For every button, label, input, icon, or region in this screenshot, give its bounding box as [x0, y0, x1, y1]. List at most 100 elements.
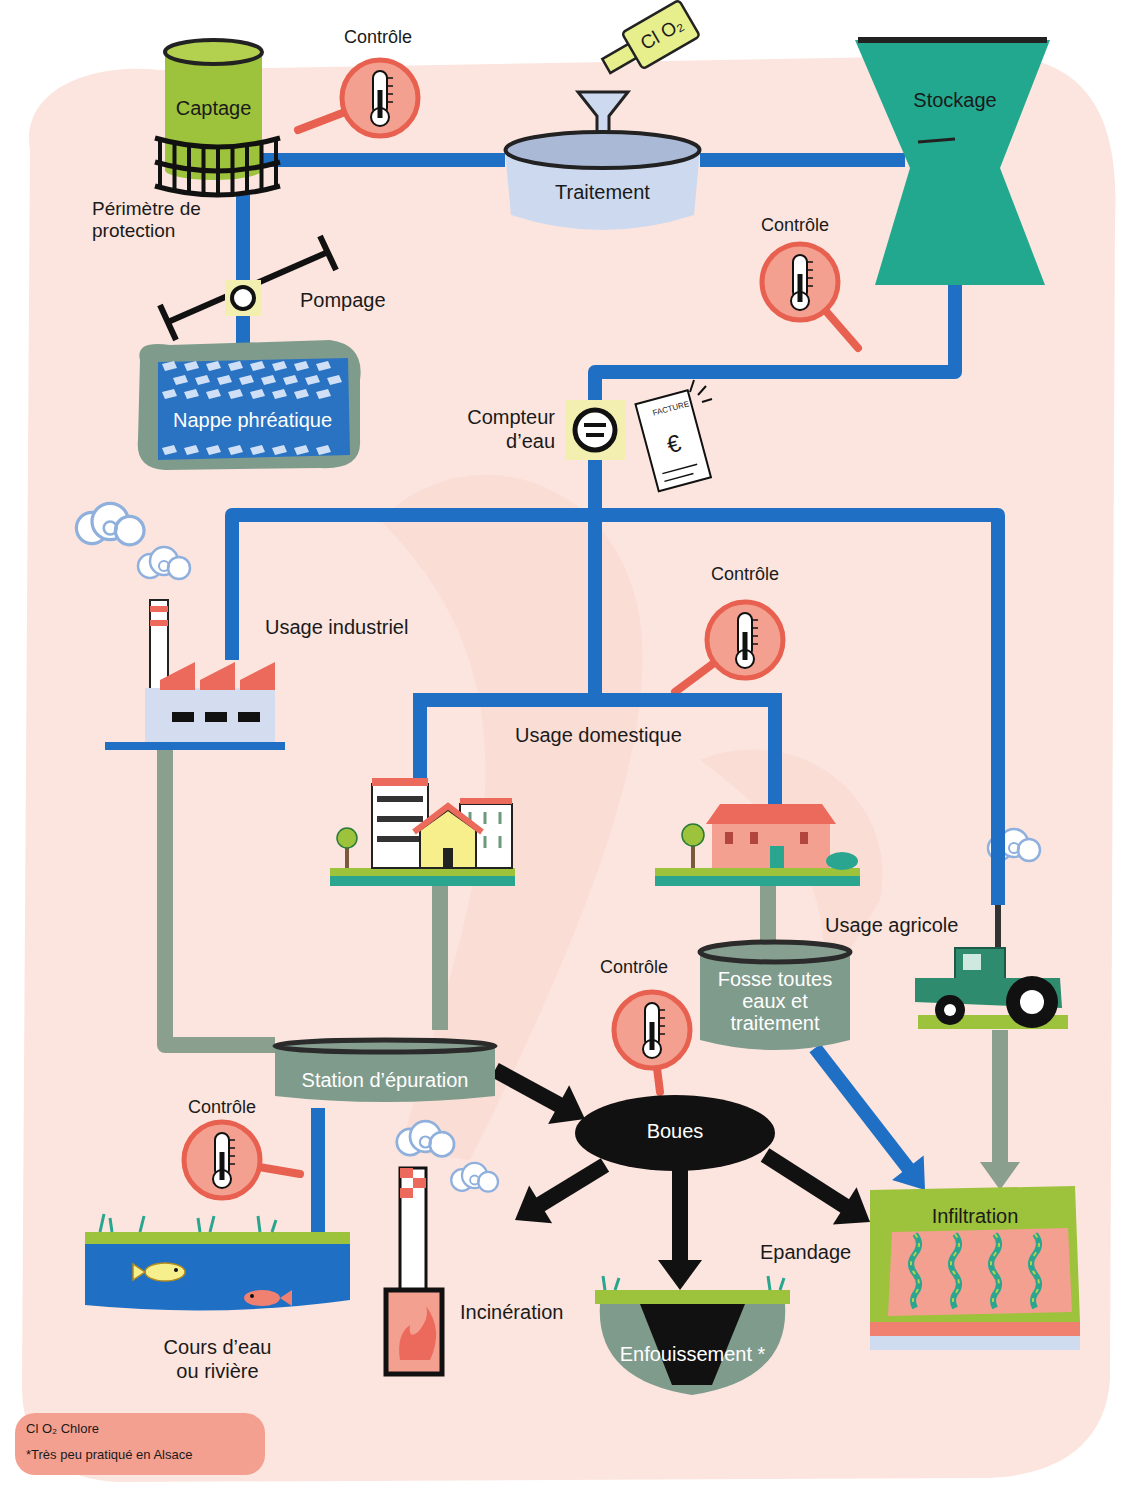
pipe-connector — [515, 1165, 605, 1223]
chemical-label: Cl O₂ — [604, 0, 720, 74]
bill-lines — [662, 464, 699, 481]
pipe-connector — [232, 460, 595, 660]
treatment-plant: Station d’épuration — [275, 1030, 495, 1108]
apartment-roof — [460, 798, 512, 804]
stack-checker — [400, 1168, 426, 1198]
treatment-tank-shape — [505, 128, 700, 233]
tank-rim — [275, 1040, 495, 1052]
intake-tank: Captage — [165, 40, 262, 195]
incinerator-label: Incinération — [460, 1300, 563, 1324]
pump-plate — [225, 280, 261, 316]
thermometer — [184, 1122, 260, 1198]
pipe-connector — [980, 1030, 1020, 1190]
chimney-bands — [150, 606, 168, 626]
bush — [826, 852, 858, 870]
lens-handle — [657, 1068, 660, 1092]
branch-pipe — [420, 700, 775, 818]
tree-trunk — [691, 845, 695, 868]
pipe-connector — [318, 1108, 319, 1240]
storage-tower: Stockage — [905, 35, 1005, 285]
apartment-windows — [377, 796, 423, 842]
pipe-line — [992, 1030, 1008, 1164]
water-layer — [870, 1336, 1080, 1350]
pipe-connector — [815, 1048, 925, 1190]
arrow-head — [515, 1186, 552, 1224]
treatment-tank-label: Traitement — [505, 180, 700, 204]
pump — [160, 236, 336, 340]
households-shape — [330, 690, 865, 886]
house-door — [770, 846, 784, 868]
pit-ground — [595, 1290, 790, 1304]
lens-handle — [825, 310, 858, 348]
incinerator-drawing — [386, 1168, 442, 1374]
groundwater-shape — [150, 350, 355, 462]
tractor-wheel — [1006, 976, 1058, 1028]
treatment-tank: Traitement — [505, 128, 700, 233]
pipe-connector — [700, 160, 905, 161]
water-meter: Compteur d’eau — [565, 400, 625, 460]
treatment-plant-drawing — [275, 1040, 495, 1102]
house-ground — [655, 876, 860, 886]
incinerator-shape — [380, 1220, 600, 1380]
river-label: Cours d’eau ou rivière — [155, 1335, 280, 1383]
house-wall — [712, 822, 830, 868]
house-ground — [330, 868, 515, 876]
flame — [399, 1306, 436, 1360]
cloud — [397, 1121, 454, 1156]
tower-body — [855, 40, 1050, 285]
field-label: Infiltration — [870, 1204, 1080, 1228]
protection-label: Périmètre de protection — [92, 198, 230, 242]
thermometer — [614, 992, 690, 1068]
pipe-line — [232, 460, 595, 660]
meter-dial — [575, 410, 615, 450]
groundwater-drawing — [138, 340, 361, 470]
pipe-line — [700, 153, 905, 167]
crop-rows — [911, 1234, 1039, 1308]
arrow-head — [892, 1156, 925, 1190]
arrow-head — [980, 1162, 1020, 1190]
pipe-connector — [765, 1155, 870, 1224]
small-house-door — [443, 848, 453, 868]
pipe-line — [595, 460, 998, 905]
pipe-line — [495, 1070, 560, 1106]
pipe-line — [165, 750, 275, 1045]
factory-wall — [145, 688, 275, 742]
furnace — [386, 1290, 442, 1374]
farm-label: Usage agricole — [825, 913, 958, 937]
fish-tail — [280, 1290, 292, 1306]
pipe-connector — [165, 750, 275, 1045]
lens-handle — [675, 663, 714, 692]
groundwater: Nappe phréatique — [150, 350, 355, 462]
pipe-connector — [262, 160, 505, 161]
cloud — [451, 1163, 498, 1192]
tractor-hub — [1020, 990, 1044, 1014]
water-sparkles — [162, 361, 342, 455]
tower-mark — [918, 139, 955, 142]
cloud — [138, 547, 190, 579]
arrow-head — [833, 1187, 870, 1224]
cage-ring — [155, 138, 280, 195]
farm: Usage agricole — [820, 905, 1070, 1030]
industry: Usage industriel — [145, 660, 285, 750]
house-windows — [725, 832, 808, 844]
grass — [100, 1214, 276, 1232]
soil-layer — [870, 1322, 1080, 1336]
river-bank — [85, 1232, 350, 1244]
water-meter-label: Compteur d’eau — [438, 405, 555, 453]
tree-crown — [337, 828, 357, 848]
tank-top — [165, 40, 262, 64]
tractor-wheel — [935, 995, 965, 1025]
exhaust — [995, 905, 1001, 953]
bill-label: FACTURE — [612, 389, 730, 430]
funnel — [578, 92, 628, 136]
industry-shape — [145, 660, 285, 750]
landfill-label: Enfouissement * — [595, 1342, 790, 1366]
small-house-roof — [414, 806, 482, 832]
tank-body — [700, 952, 850, 1050]
house-roof — [706, 804, 836, 824]
pipe-line — [311, 1108, 325, 1240]
pipe-line — [672, 1165, 688, 1262]
pipe-line — [539, 1165, 605, 1205]
thermometer — [707, 602, 783, 678]
